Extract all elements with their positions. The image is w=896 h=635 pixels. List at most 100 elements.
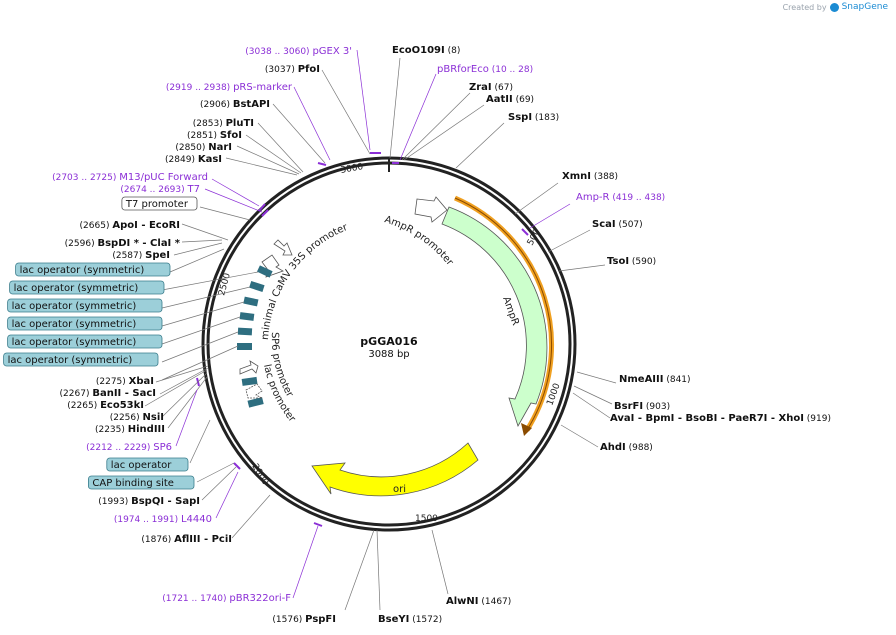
lac-operator-block <box>247 397 264 408</box>
site-position: (2853) <box>193 119 226 129</box>
site-position: (2212 .. 2229) <box>86 443 153 453</box>
site-name: pBRforEco <box>437 64 489 75</box>
site-label-text: AatII (69) <box>486 94 534 105</box>
site-position: (183) <box>532 113 559 123</box>
site-name: BstAPI <box>233 99 270 110</box>
site-position: (2850) <box>175 143 208 153</box>
site-label-text: (2849) KasI <box>165 154 222 165</box>
feature-label: lac operator (symmetric) <box>3 352 159 367</box>
site-position: (2265) <box>67 401 100 411</box>
ori-label: ori <box>393 484 406 495</box>
site-name: PluTI <box>226 118 254 129</box>
site-label-text: AlwNI (1467) <box>446 596 511 607</box>
snapgene-brand: Created by SnapGene <box>783 2 888 12</box>
enzyme-label: (2851) SfoI <box>187 130 242 141</box>
primer-label: (3038 .. 3060) pGEX 3' <box>245 46 352 57</box>
site-position: (988) <box>626 443 653 453</box>
site-label-text: (3037) PfoI <box>265 64 320 75</box>
enzyme-label: (2587) SpeI <box>112 250 170 261</box>
site-name: SfoI <box>220 130 242 141</box>
sp6-promoter-arrow <box>239 360 259 375</box>
site-label-text: (1721 .. 1740) pBR322ori-F <box>162 593 291 604</box>
site-name: HindIII <box>128 424 165 435</box>
feature-label-text: CAP binding site <box>92 478 174 489</box>
site-name: NarI <box>208 142 232 153</box>
site-name: T7 <box>187 184 200 195</box>
site-name: XmnI <box>562 171 591 182</box>
site-name: M13/pUC Forward <box>119 172 208 183</box>
feature-label-text: lac operator (symmetric) <box>14 283 139 294</box>
site-name: NsiI <box>143 412 164 423</box>
feature-label-box <box>88 475 195 490</box>
feature-label-text: lac operator (symmetric) <box>12 301 137 312</box>
site-position: (3038 .. 3060) <box>245 47 312 57</box>
site-name: ApoI - EcoRI <box>112 220 180 231</box>
feature-label: lac operator (symmetric) <box>15 262 171 277</box>
enzyme-label: (2275) XbaI <box>96 376 154 387</box>
site-name: XbaI <box>129 376 154 387</box>
created-by-text: Created by <box>782 2 827 12</box>
enzyme-label: TsoI (590) <box>607 256 656 267</box>
plasmid-name: pGGA016 <box>360 335 418 348</box>
ampr-promoter-arrow <box>414 196 448 223</box>
lac-operator-block <box>241 376 258 386</box>
site-name: EcoO109I <box>392 45 445 56</box>
enzyme-label: (1876) AflIII - PciI <box>141 534 232 545</box>
feature-label-box <box>9 280 165 295</box>
enzyme-label: BseYI (1572) <box>378 614 442 625</box>
site-name: NmeAIII <box>619 374 663 385</box>
site-label-text: (2587) SpeI <box>112 250 170 261</box>
site-position: (2851) <box>187 131 220 141</box>
site-label-text: (2596) BspDI * - ClaI * <box>65 238 181 249</box>
enzyme-label: AlwNI (1467) <box>446 596 511 607</box>
site-position: (69) <box>513 95 534 105</box>
site-name: Eco53kI <box>100 400 144 411</box>
primer-mark <box>313 522 323 527</box>
site-label-text: (1876) AflIII - PciI <box>141 534 232 545</box>
site-label-text: BsrFI (903) <box>614 401 670 412</box>
site-position: (2703 .. 2725) <box>52 173 119 183</box>
feature-label-box <box>15 262 171 277</box>
site-name: AvaI - BpmI - BsoBI - PaeR7I - XhoI <box>610 413 804 424</box>
enzyme-label: (2256) NsiI <box>110 412 164 423</box>
site-label-text: TsoI (590) <box>607 256 656 267</box>
enzyme-label: (2665) ApoI - EcoRI <box>80 220 180 231</box>
feature-label: lac operator (symmetric) <box>7 334 163 349</box>
site-label-text: ZraI (67) <box>469 82 513 93</box>
lac-operator-block <box>237 343 252 350</box>
site-name: PfoI <box>298 64 320 75</box>
site-name: BspQI - SapI <box>131 496 200 507</box>
primer-label: (2212 .. 2229) SP6 <box>86 442 172 453</box>
site-position: (507) <box>616 220 643 230</box>
site-position: (2267) <box>60 389 93 399</box>
site-position: (919) <box>804 414 831 424</box>
enzyme-label: AvaI - BpmI - BsoBI - PaeR7I - XhoI (919… <box>610 413 831 424</box>
site-name: SpeI <box>145 250 170 261</box>
site-position: (2275) <box>96 377 129 387</box>
snapgene-brand-text: SnapGene <box>841 2 888 12</box>
feature-label-text: lac operator (symmetric) <box>12 319 137 330</box>
snapgene-logo-icon <box>829 2 839 12</box>
lac-promoter-arrow <box>245 383 263 399</box>
right-connectors <box>344 57 617 611</box>
site-position: (590) <box>629 257 656 267</box>
feature-label: lac operator (symmetric) <box>9 280 165 295</box>
primer-marks <box>196 152 529 527</box>
site-position: (2235) <box>95 425 128 435</box>
primer-label: (2703 .. 2725) M13/pUC Forward <box>52 172 208 183</box>
t7-promoter-arrow <box>273 239 293 256</box>
tick-label: 3000 <box>340 162 365 176</box>
site-name: AatII <box>486 94 513 105</box>
lac-operator-blocks <box>237 265 273 408</box>
site-label-text: AvaI - BpmI - BsoBI - PaeR7I - XhoI (919… <box>610 413 831 424</box>
feature-label-box <box>106 457 189 472</box>
site-name: AlwNI <box>446 596 479 607</box>
site-name: ZraI <box>469 82 492 93</box>
site-label-text: (2665) ApoI - EcoRI <box>80 220 180 231</box>
site-name: pGEX 3' <box>312 46 352 57</box>
feature-label-box <box>7 298 163 313</box>
site-label-text: EcoO109I (8) <box>392 45 460 56</box>
enzyme-label: ScaI (507) <box>592 219 643 230</box>
enzyme-label: (2265) Eco53kI <box>67 400 144 411</box>
